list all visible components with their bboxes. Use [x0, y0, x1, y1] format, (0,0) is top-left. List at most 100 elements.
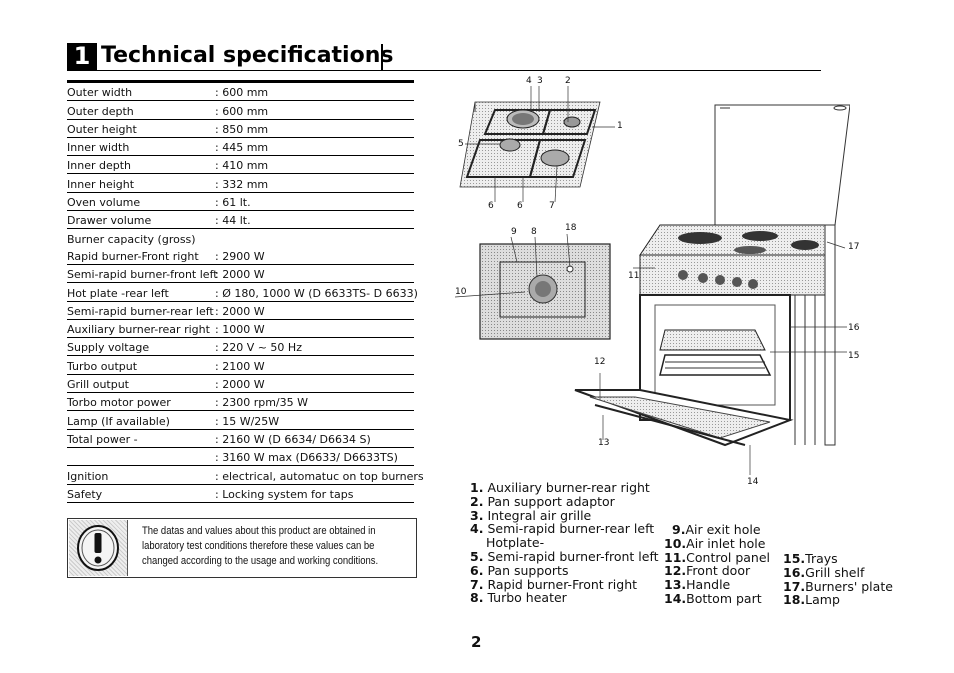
- table-row: Grill output: 2000 W: [67, 375, 414, 394]
- parts-legend-col3: 15.Trays 16.Grill shelf 17.Burners' plat…: [783, 552, 893, 607]
- legend-text: Hotplate-: [486, 535, 545, 551]
- notice-line: changed according to the usage and worki…: [142, 555, 379, 567]
- spec-label: Semi-rapid burner-rear left: [67, 304, 214, 318]
- callout-label: 13: [598, 438, 610, 448]
- legend-text: Trays: [805, 551, 838, 566]
- legend-text: Control panel: [686, 549, 770, 565]
- spec-label: Semi-rapid burner-front left: [67, 268, 218, 282]
- table-row: Supply voltage: 220 V ~ 50 Hz: [67, 338, 414, 357]
- table-row: Rapid burner-Front right : 2900 W: [67, 247, 414, 265]
- spec-label: Burner capacity (gross): [67, 232, 196, 246]
- list-item: 4. Semi-rapid burner-rear left: [470, 522, 659, 536]
- legend-text: Auxiliary burner-rear right: [487, 480, 650, 495]
- legend-number: 9.: [672, 522, 686, 537]
- legend-number: 14.: [664, 590, 687, 606]
- table-row: Total power -: 2160 W (D 6634/ D6634 S): [67, 430, 414, 448]
- legend-number: 18.: [783, 592, 806, 608]
- spec-label: Rapid burner-Front right: [67, 249, 199, 263]
- legend-number: 1.: [470, 480, 484, 495]
- spec-value: : 2900 W: [215, 249, 265, 263]
- list-item: 13.Handle: [664, 578, 770, 592]
- list-item: 6. Pan supports: [470, 563, 659, 578]
- spec-label: Outer depth: [67, 104, 134, 118]
- callout-label: 12: [594, 357, 606, 367]
- callout-label: 17: [848, 242, 860, 252]
- legend-text: Bottom part: [686, 590, 762, 606]
- list-item: Hotplate-: [470, 536, 659, 550]
- spec-value: : 2000 W: [215, 304, 265, 318]
- parts-legend-col1: 1. Auxiliary burner-rear right 2. Pan su…: [470, 481, 659, 605]
- legend-text: Handle: [686, 577, 731, 593]
- callout-label: 9: [511, 227, 517, 237]
- list-item: 11.Control panel: [664, 549, 770, 565]
- section-title: Technical specifications: [101, 43, 394, 68]
- list-item: 15.Trays: [783, 552, 893, 566]
- callout-label: 14: [747, 477, 759, 487]
- list-item: 17.Burners' plate: [783, 578, 893, 594]
- list-item: 10.Air inlet hole: [664, 535, 770, 551]
- legend-number: 16.: [783, 564, 806, 580]
- legend-text: Lamp: [805, 592, 840, 608]
- legend-number: 2.: [470, 493, 484, 509]
- hob-diagram: [455, 72, 625, 216]
- spec-label: Outer width: [67, 86, 133, 100]
- legend-number: 3.: [470, 507, 484, 523]
- list-item: 8. Turbo heater: [470, 591, 659, 605]
- spec-label: Auxiliary burner-rear right: [67, 323, 210, 337]
- table-row: Oven volume: 61 lt.: [67, 193, 414, 212]
- callout-label: 7: [549, 201, 555, 211]
- spec-value: : 2000 W: [215, 378, 265, 392]
- spec-value: : 850 mm: [215, 122, 269, 136]
- legend-number: 15.: [783, 551, 806, 566]
- callout-label: 5: [458, 139, 464, 149]
- callout-label: 8: [531, 227, 537, 237]
- table-row: Safety: Locking system for taps: [67, 485, 414, 503]
- legend-text: Burners' plate: [805, 578, 893, 594]
- legend-number: 10.: [664, 535, 687, 551]
- spec-value: : electrical, automatuc on top burners: [215, 469, 424, 483]
- list-item: 2. Pan support adaptor: [470, 493, 659, 509]
- notice-line: laboratory test conditions therefore the…: [142, 540, 375, 552]
- spec-label: Inner height: [67, 177, 135, 191]
- legend-text: Integral air grille: [487, 507, 592, 523]
- callout-label: 6: [517, 201, 523, 211]
- spec-value: : 600 mm: [215, 86, 269, 100]
- legend-text: Semi-rapid burner-rear left: [487, 521, 655, 537]
- list-item: 18.Lamp: [783, 593, 893, 607]
- spec-value: : 15 W/25W: [215, 414, 280, 428]
- spec-label: Total power -: [67, 432, 138, 446]
- legend-text: Grill shelf: [805, 564, 865, 580]
- legend-text: Air inlet hole: [686, 535, 766, 551]
- callout-label: 1: [617, 121, 623, 131]
- table-row: Drawer volume: 44 lt.: [67, 211, 414, 230]
- spec-label: Torbo motor power: [67, 396, 171, 410]
- table-row: Inner width : 445 mm: [67, 138, 414, 157]
- legend-number: 4.: [470, 521, 484, 537]
- spec-label: Ignition: [67, 469, 109, 483]
- notice-line: The datas and values about this product …: [142, 525, 376, 537]
- callout-label: 11: [628, 271, 640, 281]
- spec-value: : 445 mm: [215, 141, 269, 155]
- table-row: Hot plate -rear left: Ø 180, 1000 W (D 6…: [67, 283, 418, 302]
- spec-label: Oven volume: [67, 196, 141, 210]
- table-row: Semi-rapid burner-front left: 2000 W: [67, 265, 414, 284]
- spec-value: : 2300 rpm/35 W: [215, 396, 308, 410]
- cooker-diagram: [565, 100, 851, 489]
- table-row: Burner capacity (gross): [67, 229, 414, 246]
- legend-text: Front door: [686, 563, 751, 579]
- legend-number: 8.: [470, 590, 484, 606]
- table-row: Ignition : electrical, automatuc on top b…: [67, 466, 424, 485]
- legend-text: Semi-rapid burner-front left: [487, 548, 659, 564]
- table-row: : 3160 W max (D6633/ D6633TS): [67, 448, 414, 467]
- legend-text: Air exit hole: [685, 522, 761, 537]
- specifications-table: Outer width: 600 mm Outer depth: 600 mm …: [67, 80, 424, 503]
- callout-label: 15: [848, 351, 860, 361]
- legend-number: 12.: [664, 563, 687, 579]
- spec-label: Inner width: [67, 141, 130, 155]
- callout-label: 18: [565, 223, 577, 233]
- table-row: Inner height: 332 mm: [67, 174, 414, 193]
- section-header: 1 Technical specifications: [67, 40, 821, 71]
- parts-legend-col2: 9.Air exit hole 10.Air inlet hole 11.Con…: [664, 523, 770, 606]
- section-number: 1: [67, 43, 97, 70]
- table-row: Outer height: 850 mm: [67, 120, 414, 138]
